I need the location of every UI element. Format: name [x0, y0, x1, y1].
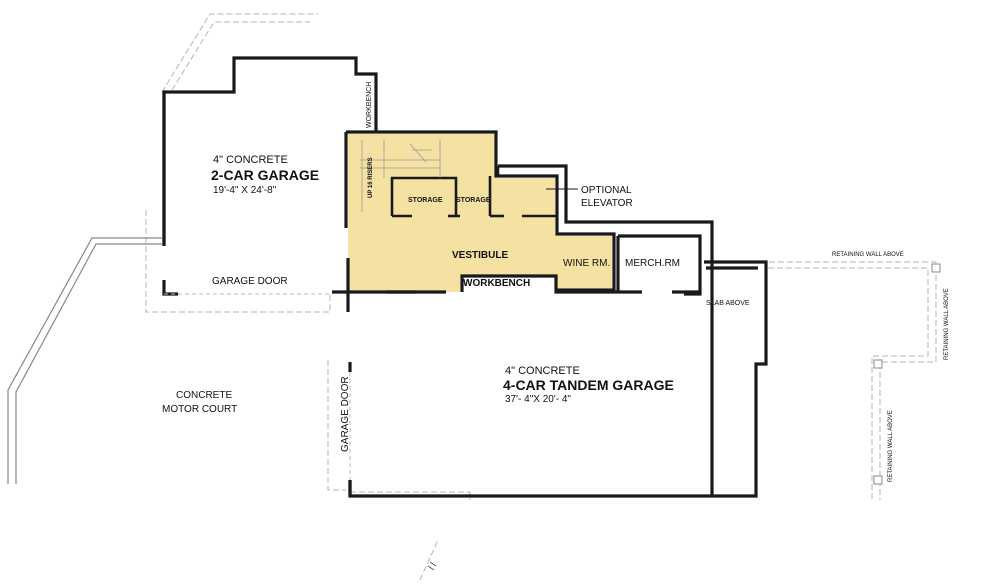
vestibule-top-wall [346, 130, 616, 292]
four-car-garage-title: 4-CAR TANDEM GARAGE [503, 377, 674, 393]
storage-label-1: STORAGE [408, 197, 443, 204]
vestibule-area [348, 134, 612, 292]
garage-door-top-label: GARAGE DOOR [212, 276, 288, 287]
optional-elevator-label-1: OPTIONAL [581, 185, 632, 196]
four-car-garage-dims: 37'- 4"X 20'- 4" [505, 394, 571, 405]
merch-room-wall [618, 234, 702, 296]
four-car-concrete-label: 4" CONCRETE [505, 365, 580, 377]
retaining-posts [873, 263, 941, 485]
stair-lines [360, 140, 441, 212]
up-risers-label: UP 16 RISERS [368, 157, 374, 198]
north-arrow-line [419, 539, 439, 581]
motor-court-label-2: MOTOR COURT [162, 404, 237, 415]
wine-room-label: WINE RM. [563, 258, 610, 269]
retaining-wall-top-line [760, 261, 937, 500]
two-car-door-stub-left [162, 280, 178, 296]
garage-door-side-label: GARAGE DOOR [340, 376, 351, 452]
driveway-edges [7, 237, 162, 484]
retaining-wall-top-line-inner [768, 267, 929, 500]
retaining-wall-lower-label: RETAINING WALL ABOVE [888, 410, 894, 482]
walls [162, 56, 768, 498]
storage-walls [390, 166, 557, 218]
elevator-outer-wall [498, 164, 714, 296]
motor-court-edge [145, 210, 331, 313]
storage-room-wall [390, 176, 458, 216]
four-car-door-swing [327, 360, 346, 491]
workbench-horizontal-label: WORKBENCH [463, 278, 530, 289]
north-arrow [427, 561, 437, 571]
dashed-lines [145, 13, 937, 581]
merch-room-label: MERCH.RM [625, 258, 680, 269]
two-car-garage-wall [162, 56, 378, 246]
storage-label-2: STORAGE [456, 197, 491, 204]
four-car-top-wall-mid [460, 274, 642, 294]
apron-line [350, 491, 471, 500]
optional-elevator-label-2: ELEVATOR [581, 198, 633, 209]
garage-doors [164, 293, 351, 480]
roof-overhang-line [161, 13, 318, 93]
retaining-wall-top-label: RETAINING WALL ABOVE [832, 252, 904, 258]
motor-court-label-1: CONCRETE [176, 390, 232, 401]
two-car-garage-dims: 19'-4" X 24'-8" [213, 185, 277, 196]
vestibule-label: VESTIBULE [452, 250, 508, 261]
workbench-vertical-label: WORKBENCH [366, 82, 373, 128]
slab-above-label: SLAB ABOVE [706, 300, 750, 307]
retaining-wall-right-label: RETAINING WALL ABOVE [944, 288, 950, 360]
two-car-concrete-label: 4" CONCRETE [213, 154, 288, 166]
labels: 4" CONCRETE 2-CAR GARAGE 19'-4" X 24'-8"… [162, 82, 950, 482]
roof-overhang-line-inner [171, 21, 310, 91]
two-car-garage-title: 2-CAR GARAGE [211, 167, 319, 183]
